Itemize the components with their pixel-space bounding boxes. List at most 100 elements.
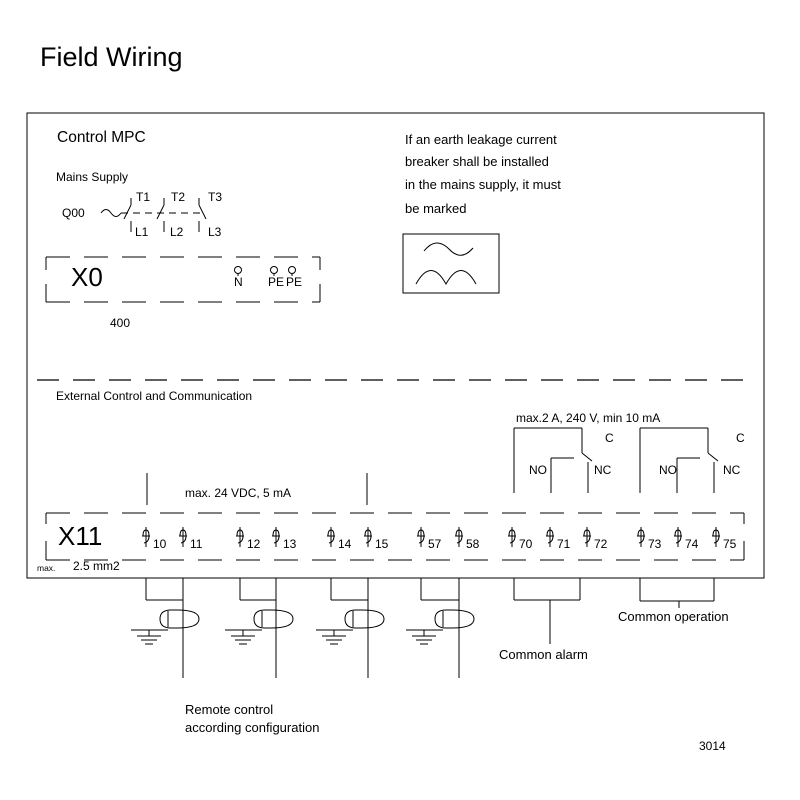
page-title: Field Wiring <box>40 42 183 72</box>
x11-terminal-15: 15 <box>364 527 389 551</box>
relay-rating-label: max.2 A, 240 V, min 10 mA <box>516 411 660 425</box>
remote-input-3 <box>316 578 385 678</box>
push-contact-left-icon <box>434 609 447 629</box>
x11-terminal-12: 12 <box>236 527 261 551</box>
ground-icon <box>137 630 161 645</box>
x11-terminal-label: 11 <box>190 537 203 551</box>
x11-terminal-10: 10 <box>142 527 167 551</box>
terminal-t3-label: T3 <box>208 190 222 204</box>
common-operation-bracket <box>639 578 715 608</box>
earth-leakage-breaker-marking-icon <box>402 233 500 294</box>
x11-terminal-label: 13 <box>283 537 297 551</box>
relay-operation-no-label: NO <box>659 463 677 477</box>
x11-terminal-label: 14 <box>338 537 352 551</box>
x11-terminal-label: 72 <box>594 537 608 551</box>
remote-control-label-2: according configuration <box>185 720 319 735</box>
terminal-screw-icon <box>455 529 463 544</box>
remote-control-label-1: Remote control <box>185 702 273 717</box>
switch-contact-2 <box>156 204 165 220</box>
terminal-screw-icon <box>712 529 720 544</box>
switch-label: Q00 <box>62 206 85 220</box>
terminal-pe-1-label: PE <box>268 275 284 289</box>
x11-terminal-label: 57 <box>428 537 442 551</box>
relay-operation-c-label: C <box>736 431 745 445</box>
ground-icon <box>412 630 436 645</box>
relay-alarm-nc-label: NC <box>594 463 612 477</box>
x11-terminal-label: 58 <box>466 537 480 551</box>
mains-voltage-label: 400 <box>110 316 130 330</box>
x11-terminal-label: 70 <box>519 537 533 551</box>
x11-terminal-58: 58 <box>455 527 480 551</box>
relay-common-alarm: C NO NC <box>513 427 614 493</box>
push-contact-right-icon <box>361 609 385 629</box>
x11-terminal-label: 71 <box>557 537 571 551</box>
x11-terminal-label: 12 <box>247 537 261 551</box>
terminal-l3-label: L3 <box>208 225 222 239</box>
common-alarm-bracket <box>513 578 581 644</box>
x11-terminal-71: 71 <box>546 527 571 551</box>
terminal-screw-icon <box>142 529 150 544</box>
terminal-screw-icon <box>179 529 187 544</box>
remote-input-4 <box>406 578 475 678</box>
ground-icon <box>322 630 346 645</box>
x11-terminal-70: 70 <box>508 527 533 551</box>
terminal-n <box>234 266 242 274</box>
relay-common-operation: C NO NC <box>639 427 745 493</box>
push-contact-right-icon <box>451 609 475 629</box>
terminal-l2-label: L2 <box>170 225 184 239</box>
note-line-1: If an earth leakage current <box>405 132 557 147</box>
common-operation-label: Common operation <box>618 609 729 624</box>
x11-terminal-label: 75 <box>723 537 737 551</box>
terminal-screw-icon <box>637 529 645 544</box>
control-unit-title: Control MPC <box>57 129 146 146</box>
x11-terminal-74: 74 <box>674 527 699 551</box>
main-switch-q00: Q00 T1 T2 T3 L1 L2 L3 <box>62 190 222 239</box>
terminal-screw-icon <box>546 529 554 544</box>
terminal-pe-2-label: PE <box>286 275 302 289</box>
terminal-screw-icon <box>236 529 244 544</box>
push-contact-left-icon <box>344 609 357 629</box>
connector-x0-label: X0 <box>71 262 103 292</box>
x11-terminal-strip: 10 11 12 13 14 15 57 58 70 71 72 73 74 75 <box>142 527 737 551</box>
common-alarm-label: Common alarm <box>499 647 588 662</box>
relay-operation-nc-label: NC <box>723 463 741 477</box>
push-contact-right-icon <box>270 609 294 629</box>
connector-x0: X0 N PE PE <box>45 256 321 303</box>
terminal-screw-icon <box>364 529 372 544</box>
remote-control-inputs <box>131 578 475 678</box>
push-contact-left-icon <box>159 609 172 629</box>
terminal-t1-label: T1 <box>136 190 150 204</box>
terminal-screw-icon <box>327 529 335 544</box>
x11-terminal-label: 15 <box>375 537 389 551</box>
relay-operation-contact <box>707 452 719 462</box>
push-contact-right-icon <box>176 609 200 629</box>
relay-alarm-contact <box>581 452 593 462</box>
terminal-pe-1 <box>270 266 278 274</box>
mains-supply-label: Mains Supply <box>56 170 128 184</box>
remote-input-2 <box>225 578 294 678</box>
x11-terminal-13: 13 <box>272 527 297 551</box>
control-unit-enclosure <box>26 112 765 579</box>
note-line-2: breaker shall be installed <box>405 154 549 169</box>
terminal-screw-icon <box>508 529 516 544</box>
terminal-screw-icon <box>272 529 280 544</box>
connector-x11-label: X11 <box>58 521 102 551</box>
x11-terminal-73: 73 <box>637 527 662 551</box>
ground-icon <box>231 630 255 645</box>
earth-leakage-note: If an earth leakage current breaker shal… <box>405 132 561 216</box>
x11-terminal-label: 73 <box>648 537 662 551</box>
push-contact-left-icon <box>253 609 266 629</box>
inputs-rating-label: max. 24 VDC, 5 mA <box>185 486 291 500</box>
x11-terminal-11: 11 <box>179 527 203 551</box>
terminal-screw-icon <box>583 529 591 544</box>
switch-actuator-icon <box>100 209 122 217</box>
section-title-external: External Control and Communication <box>56 389 252 403</box>
wire-size-label: 2.5 mm2 <box>73 559 120 573</box>
terminal-t2-label: T2 <box>171 190 185 204</box>
switch-contact-3 <box>198 204 207 220</box>
relay-alarm-c-label: C <box>605 431 614 445</box>
terminal-screw-icon <box>417 529 425 544</box>
terminal-screw-icon <box>674 529 682 544</box>
x11-terminal-label: 10 <box>153 537 167 551</box>
